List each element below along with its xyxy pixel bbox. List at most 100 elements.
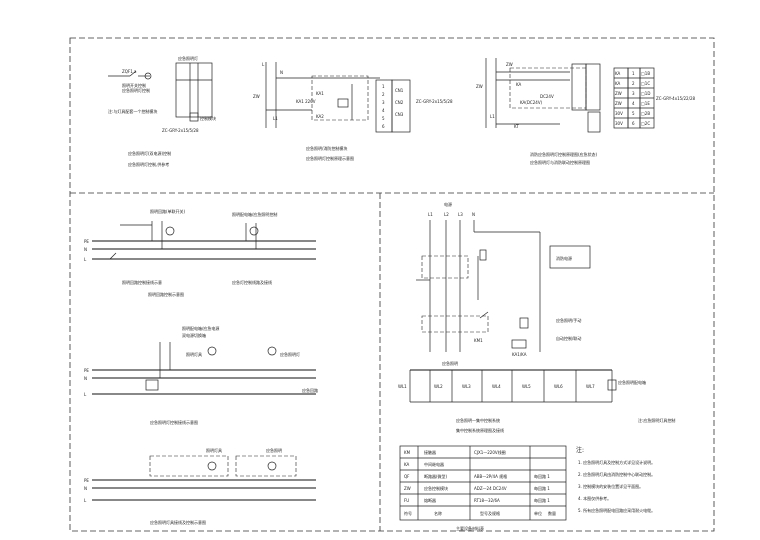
- svg-text:KA2: KA2: [316, 114, 324, 119]
- panel-b-caption1: 应急照明/消防控制模块: [306, 145, 347, 151]
- svg-text:控制模块: 控制模块: [200, 115, 216, 121]
- svg-text:应急灯控制线路及接线: 应急灯控制线路及接线: [232, 279, 272, 285]
- svg-text:L1: L1: [273, 116, 278, 121]
- panel-a-switch-label: ZQF1 a: [122, 69, 137, 74]
- panel-d-diagram: 照明回路(单联开关) 照明配电箱/应急照明控制 PE N L 照明回路控制接线示…: [84, 208, 316, 297]
- svg-text:熔断器: 熔断器: [424, 497, 436, 503]
- svg-text:3: 3: [382, 100, 385, 105]
- svg-text:30V: 30V: [615, 121, 623, 126]
- svg-text:每回路 1: 每回路 1: [534, 485, 550, 491]
- svg-text:PE: PE: [84, 239, 89, 244]
- svg-text:CN1: CN1: [395, 88, 404, 93]
- svg-text:KA1/KA: KA1/KA: [512, 352, 527, 357]
- svg-text:□2B: □2B: [641, 111, 650, 116]
- svg-text:KA1: KA1: [316, 91, 324, 96]
- svg-text:ZW: ZW: [506, 62, 513, 67]
- svg-text:照明灯具: 照明灯具: [206, 447, 222, 453]
- svg-text:WL3: WL3: [462, 384, 471, 389]
- svg-text:PE: PE: [84, 478, 89, 483]
- svg-text:L3: L3: [458, 212, 463, 217]
- svg-text:RT18—32/6A: RT18—32/6A: [474, 498, 500, 503]
- svg-text:自动控制/联动: 自动控制/联动: [556, 335, 581, 341]
- panel-c-right-model: ZC-GRY-4x15/22/28: [656, 96, 695, 101]
- svg-text:6: 6: [632, 121, 635, 126]
- svg-text:PE: PE: [84, 368, 89, 373]
- panel-e-diagram: 照明配电箱/应急电源 双电源切换箱 PE N L 照明灯具 应急照明灯 应急回路…: [84, 325, 318, 425]
- svg-text:3: 3: [632, 91, 635, 96]
- svg-text:N: N: [84, 486, 87, 491]
- svg-text:N: N: [84, 376, 87, 381]
- svg-text:接触器: 接触器: [424, 449, 436, 455]
- svg-text:KA(DC24V): KA(DC24V): [520, 100, 543, 105]
- panel-c-caption1: 消防应急照明灯控制原理图(应急状态): [530, 151, 598, 157]
- panel-g-feeder-row: WL1 WL2 WL3 WL4 WL5 WL6 WL7: [398, 370, 613, 403]
- panel-a-caption2: 应急照明灯控制,供参考: [128, 161, 169, 167]
- svg-text:4: 4: [632, 101, 635, 106]
- svg-text:每回路 1: 每回路 1: [534, 473, 550, 479]
- svg-text:CJX1—220V线圈: CJX1—220V线圈: [474, 449, 506, 455]
- svg-text:QF: QF: [404, 474, 410, 479]
- equipment-table: KM KA QF ZW FU 接触器 中间继电器 断路器(微型) 应急控制模块 …: [399, 445, 567, 531]
- panel-c-diagram: ZW ZW L1 KA DC24V KA(DC24V) KT KA KA ZW …: [476, 58, 695, 165]
- svg-text:4: 4: [382, 108, 385, 113]
- svg-text:WL1: WL1: [398, 384, 407, 389]
- svg-text:照明回路(单联开关): 照明回路(单联开关): [150, 208, 186, 214]
- svg-text:应急控制模块: 应急控制模块: [424, 485, 448, 491]
- svg-text:4. 本图仅供参考。: 4. 本图仅供参考。: [578, 495, 611, 501]
- svg-text:断路器(微型): 断路器(微型): [424, 473, 448, 479]
- svg-text:N: N: [280, 70, 283, 75]
- svg-text:5: 5: [632, 111, 635, 116]
- svg-text:KA1 220V: KA1 220V: [296, 99, 316, 104]
- svg-text:消防电源: 消防电源: [556, 255, 572, 261]
- svg-text:中间继电器: 中间继电器: [424, 461, 444, 467]
- notes-block: 注: 1. 应急照明灯具及控制方式详见设计说明。 2. 应急照明灯具由消防控制中…: [576, 446, 655, 513]
- svg-text:ZW: ZW: [615, 101, 622, 106]
- svg-text:双电源切换箱: 双电源切换箱: [182, 332, 206, 338]
- svg-text:L: L: [262, 62, 265, 67]
- svg-text:数量: 数量: [548, 510, 556, 516]
- svg-text:应急照明: 应急照明: [442, 360, 458, 366]
- svg-text:WL4: WL4: [492, 384, 501, 389]
- svg-text:2: 2: [382, 92, 385, 97]
- svg-text:照明配电箱/应急照明控制: 照明配电箱/应急照明控制: [232, 211, 277, 217]
- svg-text:1: 1: [382, 84, 385, 89]
- svg-text:KM1: KM1: [474, 338, 483, 343]
- svg-text:照明灯具: 照明灯具: [186, 351, 202, 357]
- svg-text:1. 应急照明灯具及控制方式详见设计说明。: 1. 应急照明灯具及控制方式详见设计说明。: [578, 459, 655, 465]
- panel-b-right-label: ZC-GRY-2x15/5/28: [416, 99, 453, 104]
- svg-text:应急照明—集中控制系统: 应急照明—集中控制系统: [456, 417, 500, 423]
- svg-text:电源: 电源: [444, 201, 452, 207]
- svg-text:WL7: WL7: [586, 384, 595, 389]
- table-caption: 主要设备材料表: [456, 525, 484, 531]
- panel-b-terminal-list: 1 2 3 4 5 6 CN1 CN2 CN3: [382, 84, 404, 129]
- svg-text:应急照明: 应急照明: [266, 447, 282, 453]
- svg-text:□1B: □1B: [641, 71, 650, 76]
- svg-text:5. 所有应急照明配电回路应采用耐火电缆。: 5. 所有应急照明配电回路应采用耐火电缆。: [578, 507, 655, 513]
- svg-text:ADZ—24 DC24V: ADZ—24 DC24V: [474, 486, 507, 491]
- svg-text:应急照明/手动: 应急照明/手动: [556, 317, 581, 323]
- svg-text:□2C: □2C: [641, 121, 650, 126]
- svg-text:KM: KM: [404, 450, 411, 455]
- svg-text:□1E: □1E: [641, 101, 650, 106]
- svg-text:型号及规格: 型号及规格: [480, 510, 500, 516]
- svg-text:5: 5: [382, 116, 385, 121]
- svg-text:30V: 30V: [615, 111, 623, 116]
- svg-text:单位: 单位: [534, 510, 542, 516]
- svg-text:每回路 1: 每回路 1: [534, 497, 550, 503]
- panel-b-caption2: 应急照明灯控制原理示意图: [306, 155, 354, 161]
- svg-text:2: 2: [632, 81, 635, 86]
- svg-text:WL2: WL2: [434, 384, 443, 389]
- svg-text:WL6: WL6: [554, 384, 563, 389]
- svg-text:L: L: [84, 257, 87, 262]
- svg-text:集中控制系统原理图及接线: 集中控制系统原理图及接线: [456, 427, 504, 433]
- svg-text:KA: KA: [615, 81, 621, 86]
- svg-text:KA: KA: [516, 82, 522, 87]
- svg-text:符号: 符号: [404, 510, 412, 516]
- panel-a-bottom-note: 注:与灯具配套一个控制模块: [108, 108, 157, 114]
- panel-c-terminal-table: KA KA ZW ZW 30V 30V 1 2 3 4 5 6 □1B □1C …: [613, 67, 655, 129]
- svg-text:CN3: CN3: [395, 112, 404, 117]
- svg-text:N: N: [472, 212, 475, 217]
- svg-text:L2: L2: [444, 212, 449, 217]
- panel-a-device-label: 应急照明灯: [178, 55, 198, 61]
- svg-text:CN2: CN2: [395, 100, 404, 105]
